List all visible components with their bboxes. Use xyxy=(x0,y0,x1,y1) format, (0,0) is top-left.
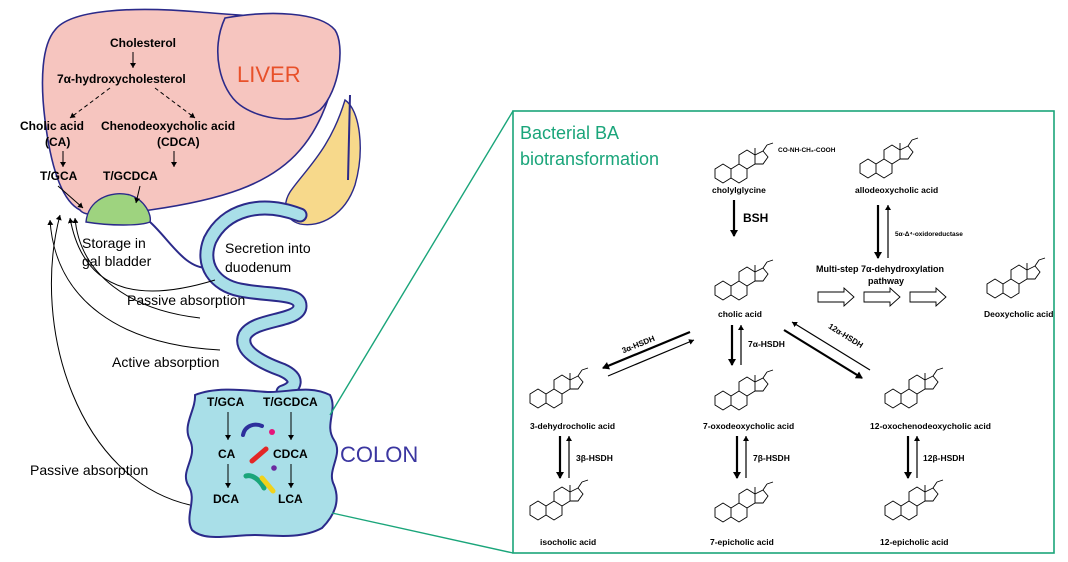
passive-absorption-bottom: Passive absorption xyxy=(30,462,148,478)
liver-cdca: Chenodeoxycholic acid xyxy=(101,119,235,133)
intestine-lumen xyxy=(201,202,306,398)
label-epicholic12: 12-epicholic acid xyxy=(880,537,949,547)
label-epicholic7: 7-epicholic acid xyxy=(710,537,774,547)
pancreatic-duct xyxy=(347,94,351,181)
zoom-line-top xyxy=(329,110,514,416)
enzyme-7b-hsdh: 7β-HSDH xyxy=(753,453,790,463)
liver-cdca-abbr: (CDCA) xyxy=(157,135,200,149)
active-absorption: Active absorption xyxy=(112,354,219,370)
passive-absorption-top: Passive absorption xyxy=(127,292,245,308)
colon-tgcdca: T/GCDCA xyxy=(263,395,318,409)
liver-tgcdca: T/GCDCA xyxy=(103,169,158,183)
pancreas-shape xyxy=(284,98,361,226)
label-dehydrocholic: 3-dehydrocholic acid xyxy=(530,421,615,431)
liver-label: LIVER xyxy=(237,62,301,87)
liver-hydroxy: 7α-hydroxycholesterol xyxy=(57,72,186,86)
liver-ca: Cholic acid xyxy=(20,119,84,133)
bacterium-green xyxy=(243,473,267,491)
bacterium-purple xyxy=(271,465,277,471)
enzyme-oxidoreductase: 5α-Δ⁴-oxidoreductase xyxy=(895,231,963,238)
cholylglycine-sidechain: CO-NH-CH₂-COOH xyxy=(778,147,836,154)
label-isocholic: isocholic acid xyxy=(540,537,596,547)
enzyme-bsh: BSH xyxy=(743,211,768,225)
multistep-label-2: pathway xyxy=(868,276,904,286)
panel-title-1: Bacterial BA xyxy=(520,123,619,143)
label-cholylglycine: cholylglycine xyxy=(712,185,766,195)
arrow-12a-forward xyxy=(783,329,863,379)
label-cholic: cholic acid xyxy=(718,309,762,319)
multistep-label-1: Multi-step 7α-dehydroxylation xyxy=(816,264,944,274)
bacterium-yellow xyxy=(259,475,276,494)
bacterium-magenta xyxy=(269,429,275,435)
enzyme-12b-hsdh: 12β-HSDH xyxy=(923,453,965,463)
liver-cholesterol: Cholesterol xyxy=(110,36,176,50)
biotransformation-panel xyxy=(512,110,1055,554)
enzyme-7a-hsdh: 7α-HSDH xyxy=(748,339,785,349)
colon-dca: DCA xyxy=(213,492,239,506)
storage-label-2: gal bladder xyxy=(82,253,152,269)
secretion-label-1: Secretion into xyxy=(225,240,311,256)
label-oxodeoxycholic: 7-oxodeoxycholic acid xyxy=(703,421,794,431)
label-deoxycholic: Deoxycholic acid xyxy=(984,309,1053,319)
colon-label: COLON xyxy=(340,442,418,467)
multistep-arrows xyxy=(817,286,947,308)
secretion-label-2: duodenum xyxy=(225,259,291,275)
colon-lca: LCA xyxy=(278,492,303,506)
enzyme-3b-hsdh: 3β-HSDH xyxy=(576,453,613,463)
liver-tgca: T/GCA xyxy=(40,169,78,183)
storage-label-1: Storage in xyxy=(82,235,146,251)
label-allodeoxycholic: allodeoxycholic acid xyxy=(855,185,938,195)
colon-cdca: CDCA xyxy=(273,447,308,461)
label-oxochenodeoxycholic: 12-oxochenodeoxycholic acid xyxy=(870,421,991,431)
bacterium-blue xyxy=(241,422,264,437)
return-arrows xyxy=(47,214,221,506)
zoom-line-bottom xyxy=(331,512,514,554)
liver-lobe xyxy=(217,12,341,120)
colon-shape xyxy=(185,388,339,539)
panel-title-2: biotransformation xyxy=(520,149,659,169)
arrow-12a-back xyxy=(791,321,871,371)
colon-tgca: T/GCA xyxy=(207,395,245,409)
liver-ca-abbr: (CA) xyxy=(45,135,70,149)
colon-ca: CA xyxy=(218,447,236,461)
arrow-3a-back xyxy=(607,339,695,377)
bacterium-red xyxy=(249,446,269,464)
arrow-3a-forward xyxy=(602,330,691,370)
